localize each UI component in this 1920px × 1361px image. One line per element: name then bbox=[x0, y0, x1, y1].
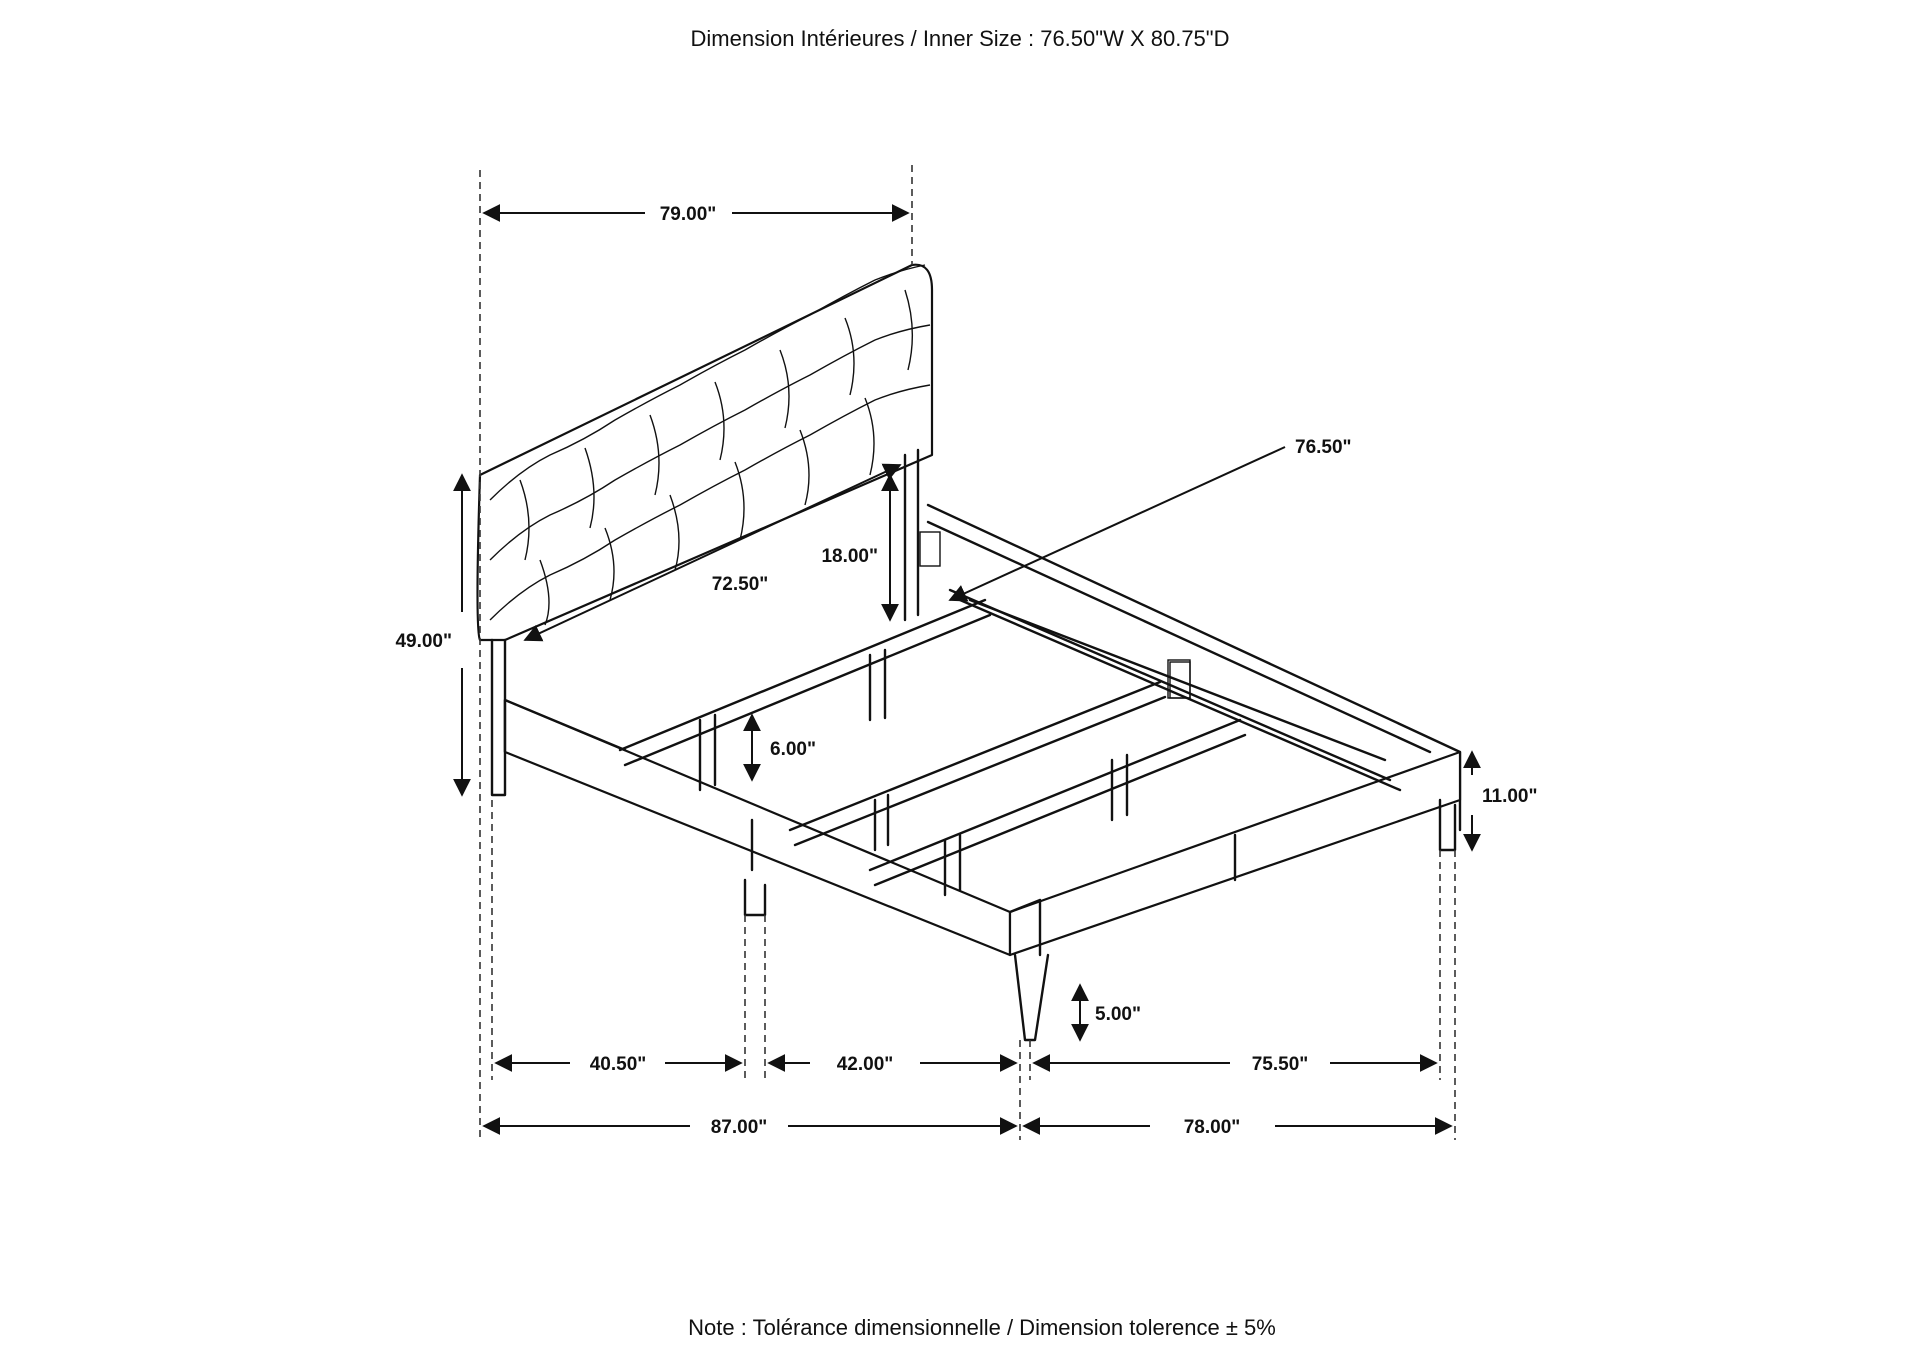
dim-leg-height: 5.00" bbox=[1095, 1004, 1141, 1025]
dim-overall-depth: 87.00" bbox=[711, 1117, 768, 1138]
headboard-post-right bbox=[903, 448, 920, 622]
center-legs bbox=[698, 648, 1129, 897]
leg-front-center bbox=[1013, 953, 1050, 1042]
dimension-labels: 79.00" 76.50" 18.00" 72.50" 49.00" 6.00"… bbox=[395, 204, 1537, 1138]
dim-half-depth-back: 40.50" bbox=[590, 1054, 647, 1075]
headboard-post-left bbox=[490, 638, 507, 797]
inner-size-title: Dimension Intérieures / Inner Size : 76.… bbox=[691, 26, 1230, 51]
bed-drawing bbox=[476, 263, 1462, 1042]
dim-inner-width-leader: 76.50" bbox=[1295, 437, 1352, 458]
near-side-rail bbox=[503, 698, 1012, 957]
dim-overall-width: 78.00" bbox=[1184, 1117, 1241, 1138]
dimension-lines bbox=[453, 165, 1481, 1140]
center-bracket bbox=[1169, 661, 1191, 699]
headboard-panel bbox=[476, 263, 934, 642]
dim-front-inner-width: 75.50" bbox=[1252, 1054, 1309, 1075]
leg-front-left bbox=[743, 878, 767, 917]
leg-front-right bbox=[1438, 798, 1457, 852]
dim-headboard-inner-width: 72.50" bbox=[712, 574, 769, 595]
dim-rail-height: 6.00" bbox=[770, 739, 816, 760]
slat-3 bbox=[868, 718, 1247, 887]
dim-overall-height: 49.00" bbox=[395, 631, 452, 652]
dim-headboard-panel-height: 18.00" bbox=[821, 546, 878, 567]
slat-1 bbox=[618, 598, 992, 767]
dim-half-depth-front: 42.00" bbox=[837, 1054, 894, 1075]
slat-2 bbox=[788, 680, 1167, 847]
dim-headboard-width: 79.00" bbox=[660, 204, 717, 225]
head-rail bbox=[503, 698, 627, 754]
dim-side-rail-height: 11.00" bbox=[1482, 786, 1538, 807]
tolerance-note: Note : Tolérance dimensionnelle / Dimens… bbox=[688, 1315, 1276, 1340]
